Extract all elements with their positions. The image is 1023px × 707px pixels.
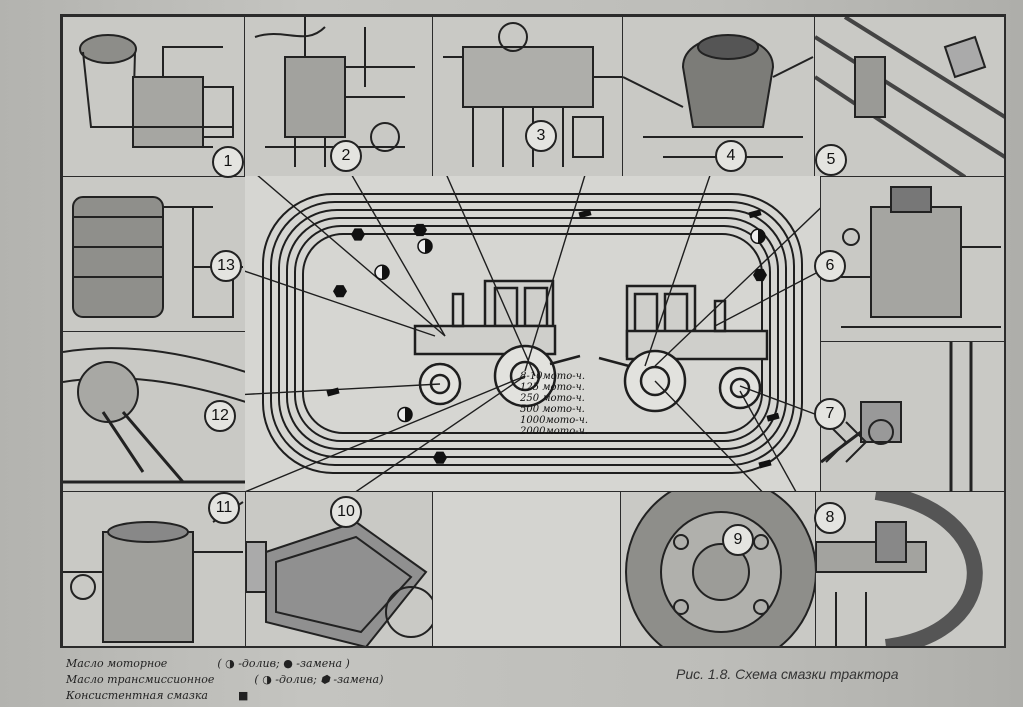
panel-air-filter <box>62 16 246 178</box>
filled-square-icon: ■ <box>237 689 249 702</box>
leader-line <box>654 207 820 367</box>
leader-line <box>257 176 446 337</box>
filled-square-icon <box>326 387 340 397</box>
panel-steering-reservoir <box>814 16 1004 178</box>
leader-line <box>355 375 526 491</box>
filled-square-icon <box>758 459 772 469</box>
half-circle-fill <box>758 229 765 244</box>
filled-hexagon-icon <box>413 223 427 237</box>
figure-caption: Рис. 1.8. Схема смазки трактора <box>676 666 899 682</box>
callout-6: 6 <box>814 250 846 282</box>
leader-line <box>245 270 436 337</box>
interval-track-5 <box>294 225 771 442</box>
leader-line <box>739 390 797 491</box>
leader-line <box>245 383 441 396</box>
filled-hexagon-icon <box>753 268 767 282</box>
legend-motor-oil: Масло моторное( ◑ -долив; ● -замена ) <box>66 657 350 670</box>
panel-clutch-housing <box>622 16 816 178</box>
filled-hexagon-icon <box>433 451 447 464</box>
callout-7: 7 <box>814 398 846 430</box>
callout-1: 1 <box>212 146 244 178</box>
callout-8: 8 <box>814 502 846 534</box>
callout-4: 4 <box>715 140 747 172</box>
leader-line <box>524 176 586 372</box>
interval-track-1 <box>262 193 803 474</box>
leader-line <box>245 375 526 491</box>
callout-3: 3 <box>525 120 557 152</box>
leader-line <box>654 380 763 491</box>
lubrication-scheme-sheet: 8-10мото-ч.125 мото-ч.250 мото-ч.500 мот… <box>60 14 1006 648</box>
panel-engine-sump <box>432 16 624 178</box>
leader-line <box>446 176 536 377</box>
interval-label: 500 мото-ч. <box>520 404 585 415</box>
panel-blank <box>432 491 622 646</box>
callout-13: 13 <box>210 250 242 282</box>
interval-track-3 <box>278 209 787 458</box>
interval-label: 8-10мото-ч. <box>520 371 585 382</box>
interval-track-4 <box>286 217 779 450</box>
callout-2: 2 <box>330 140 362 172</box>
half-circle-fill <box>425 239 432 254</box>
callout-12: 12 <box>204 400 236 432</box>
leader-line <box>739 385 820 417</box>
callout-9: 9 <box>722 524 754 556</box>
half-circle-fill <box>405 407 412 422</box>
panel-final-drive <box>245 491 434 646</box>
tractor-right-side-view <box>598 284 769 413</box>
panel-transmission-filler <box>820 341 1004 493</box>
legend-grease: Консистентная смазка■ <box>66 689 249 702</box>
interval-label: 1000мото-ч. <box>520 415 588 426</box>
filled-hexagon-icon <box>351 228 365 241</box>
interval-track-2 <box>270 201 795 466</box>
callout-11: 11 <box>208 492 240 524</box>
interval-label: 2000мото-ч. <box>519 426 588 437</box>
lubrication-interval-diagram: 8-10мото-ч.125 мото-ч.250 мото-ч.500 мот… <box>245 176 820 491</box>
panel-wheel-reduction <box>620 491 817 646</box>
interval-tracks-svg: 8-10мото-ч.125 мото-ч.250 мото-ч.500 мот… <box>245 176 820 491</box>
legend-transmission-oil: Масло трансмиссионное( ◑ -долив; ⬢ -заме… <box>66 673 384 686</box>
interval-label: 125 мото-ч. <box>520 382 585 393</box>
half-circle-fill <box>382 265 389 280</box>
leader-line <box>644 176 711 367</box>
panel-rear-axle <box>815 491 1004 646</box>
leader-line <box>714 270 820 327</box>
interval-label: 250 мото-ч. <box>519 393 585 404</box>
panel-hydraulic-tank <box>820 176 1004 343</box>
filled-hexagon-icon <box>333 285 347 298</box>
callout-5: 5 <box>815 144 847 176</box>
leader-line <box>351 176 446 337</box>
callout-10: 10 <box>330 496 362 528</box>
